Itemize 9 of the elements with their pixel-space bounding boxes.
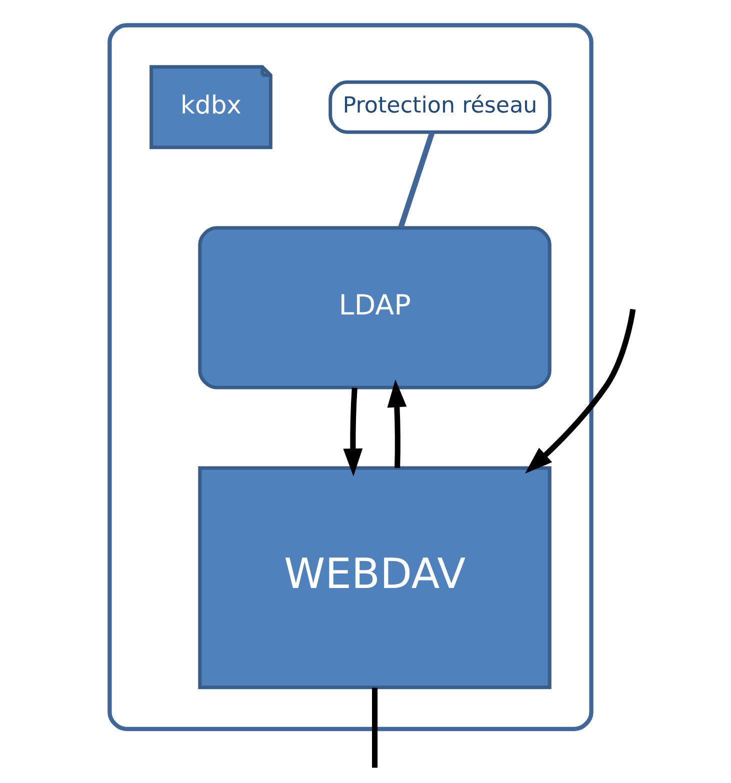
arrow bbox=[342, 388, 362, 476]
node-box: LDAP bbox=[198, 226, 551, 390]
connector bbox=[398, 132, 434, 229]
arrow bbox=[524, 308, 636, 474]
node-box: WEBDAV bbox=[198, 466, 551, 690]
arrow bbox=[386, 379, 406, 468]
node-box: Protection réseau bbox=[328, 80, 551, 134]
cluster bbox=[107, 23, 593, 732]
connector bbox=[372, 688, 378, 768]
